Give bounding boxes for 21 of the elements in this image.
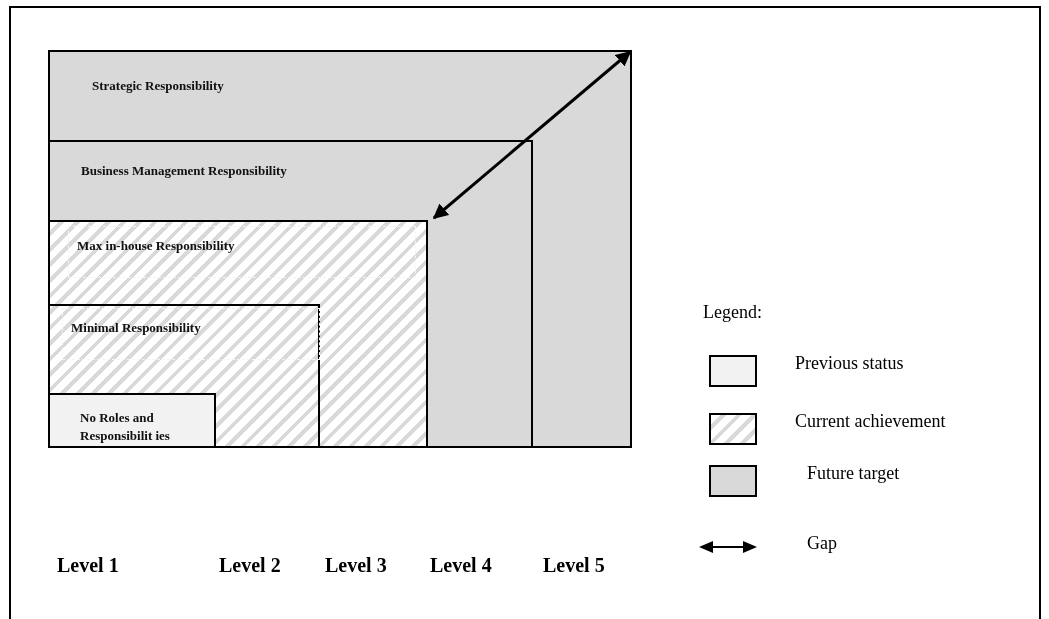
level-box <box>48 140 533 448</box>
level-label: Level 3 <box>325 554 387 577</box>
level-box <box>48 50 632 448</box>
level-box <box>48 393 216 448</box>
legend-text: Previous status <box>795 353 904 374</box>
gap-arrow <box>432 50 632 220</box>
level-label: Level 4 <box>430 554 492 577</box>
legend-text: Gap <box>807 533 837 554</box>
legend-heading: Legend: <box>703 302 762 323</box>
legend-text: Current achievement <box>795 411 946 432</box>
level-title: Minimal Responsibility <box>62 308 320 360</box>
level-title: Business Management Responsibility <box>81 162 288 180</box>
level-box <box>48 304 320 448</box>
level-label: Level 1 <box>57 554 119 577</box>
level-label: Level 2 <box>219 554 281 577</box>
level-title: Strategic Responsibility <box>92 77 225 95</box>
level-box <box>48 220 428 448</box>
level-title: Max in-house Responsibility <box>68 226 416 278</box>
level-label: Level 5 <box>543 554 605 577</box>
legend-text: Future target <box>807 463 900 484</box>
level-title: No Roles and Responsibilit ies <box>80 409 171 445</box>
